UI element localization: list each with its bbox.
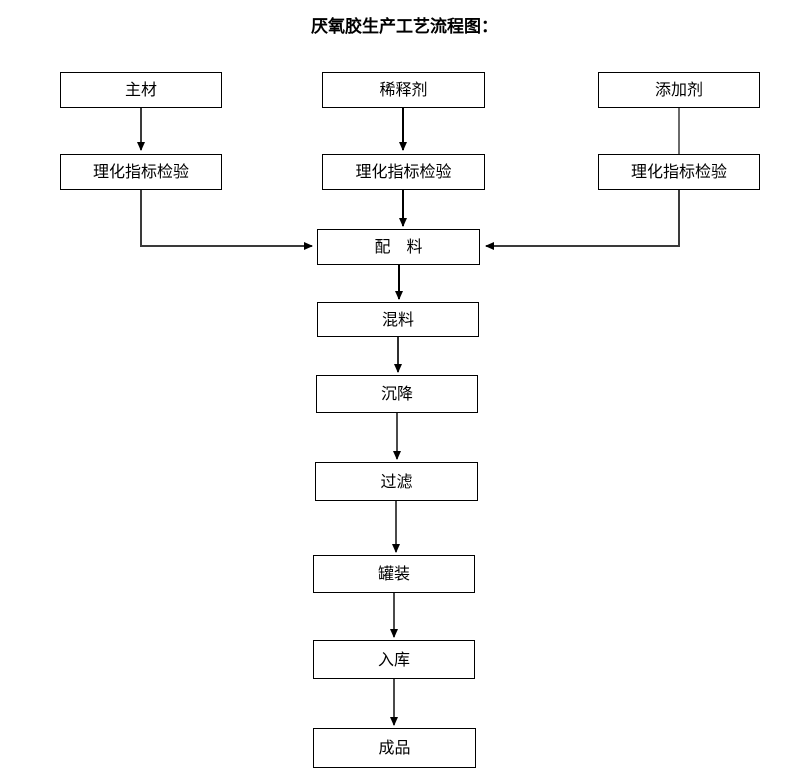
node-diluent[interactable]: 稀释剂 bbox=[322, 72, 485, 108]
node-inspection-middle[interactable]: 理化指标检验 bbox=[322, 154, 485, 190]
node-inspection-right[interactable]: 理化指标检验 bbox=[598, 154, 760, 190]
node-main-material[interactable]: 主材 bbox=[60, 72, 222, 108]
node-filtering[interactable]: 过滤 bbox=[315, 462, 478, 501]
edge-inspect-left-to-batching bbox=[140, 190, 313, 250]
node-settling[interactable]: 沉降 bbox=[316, 375, 478, 413]
node-mixing[interactable]: 混料 bbox=[317, 302, 479, 337]
page-title: 厌氧胶生产工艺流程图： bbox=[311, 17, 498, 37]
node-finished-product[interactable]: 成品 bbox=[313, 728, 476, 768]
edge-inspect-right-to-batching bbox=[485, 190, 680, 250]
node-batching[interactable]: 配 料 bbox=[317, 229, 480, 265]
node-additive[interactable]: 添加剂 bbox=[598, 72, 760, 108]
node-inspection-left[interactable]: 理化指标检验 bbox=[60, 154, 222, 190]
node-filling[interactable]: 罐装 bbox=[313, 555, 475, 593]
node-warehousing[interactable]: 入库 bbox=[313, 640, 475, 679]
